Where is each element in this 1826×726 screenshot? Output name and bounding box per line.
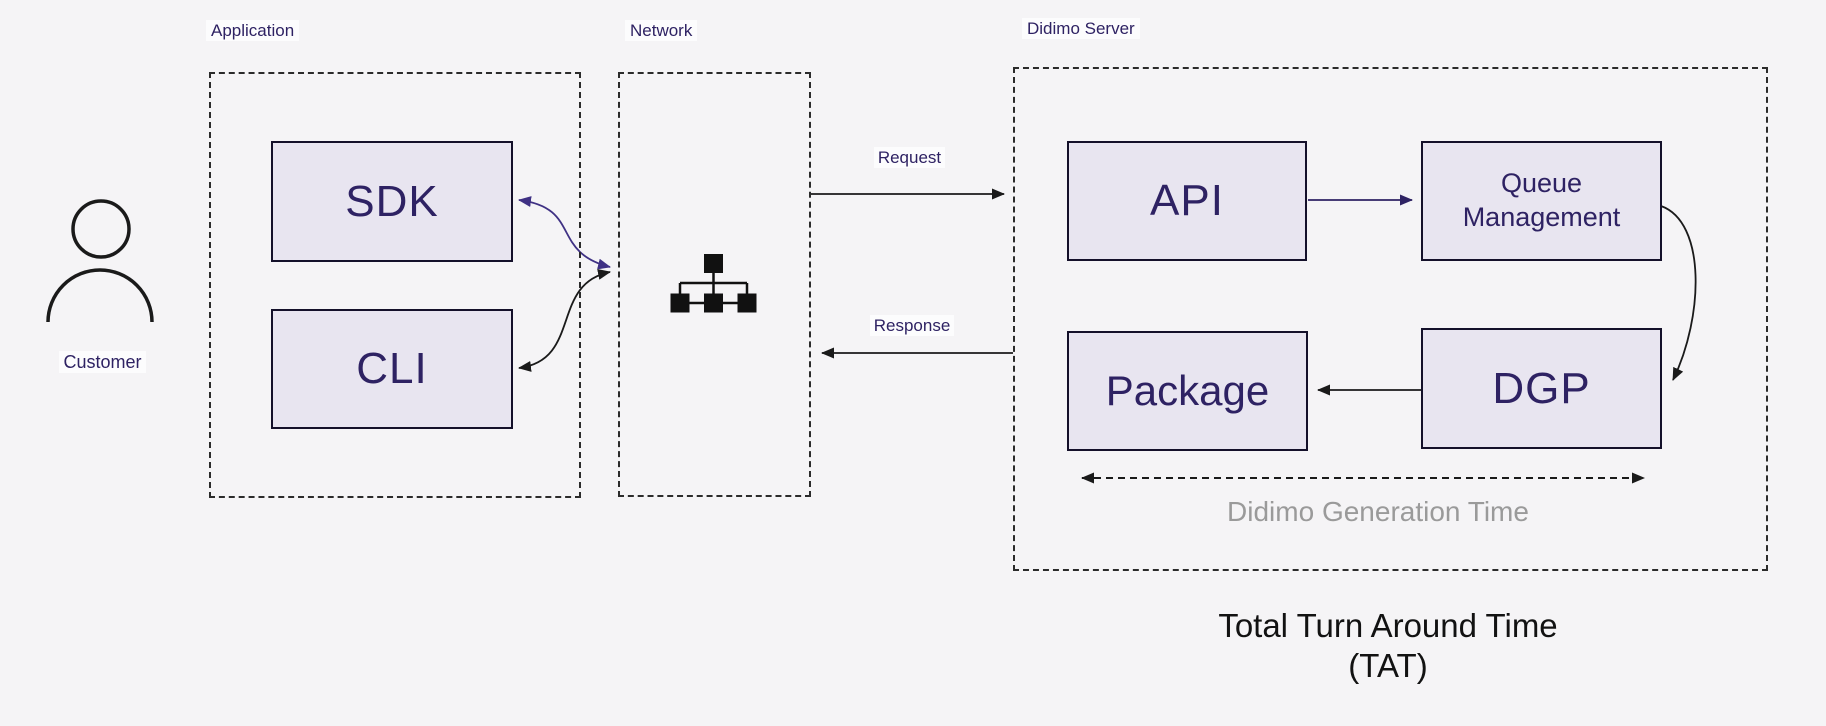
sdk-network-connector [518, 196, 611, 270]
application-group-label-text: Application [206, 20, 300, 41]
total-turnaround-label: Total Turn Around Time (TAT) [1088, 606, 1688, 687]
node-queue-management-label: Queue Management [1462, 168, 1621, 232]
application-group-box [209, 72, 581, 498]
node-sdk-label: SDK [345, 176, 439, 226]
node-cli: CLI [271, 309, 513, 429]
didimo-server-group-label: Didimo Server [1022, 18, 1140, 39]
response-label-text: Response [869, 315, 955, 336]
didimo-server-group-box [1013, 67, 1768, 571]
generation-time-label: Didimo Generation Time [1227, 496, 1529, 527]
customer-label-text: Customer [59, 351, 146, 373]
request-label-text: Request [873, 147, 946, 168]
queue-dgp-arrow [1660, 205, 1697, 381]
network-group-box [618, 72, 811, 497]
total-turnaround-line2: (TAT) [1348, 647, 1428, 685]
total-turnaround-line1: Total Turn Around Time [1218, 607, 1558, 644]
node-dgp-label: DGP [1492, 363, 1591, 413]
didimo-server-group-label-text: Didimo Server [1022, 18, 1140, 39]
network-nodes-icon [670, 254, 757, 313]
cli-network-connector [518, 268, 611, 372]
node-cli-label: CLI [356, 344, 428, 393]
response-label: Response [811, 315, 1013, 336]
application-group-label: Application [206, 20, 300, 41]
node-package-label: Package [1105, 367, 1270, 414]
node-api-label: API [1150, 176, 1224, 225]
request-label: Request [811, 147, 1008, 168]
network-group-label: Network [625, 20, 698, 41]
person-icon [46, 199, 154, 323]
node-sdk: SDK [271, 141, 513, 262]
node-dgp: DGP [1421, 328, 1662, 449]
node-queue-management: Queue Management [1421, 141, 1662, 261]
node-api: API [1067, 141, 1307, 261]
network-group-label-text: Network [625, 20, 698, 41]
node-package: Package [1067, 331, 1308, 451]
customer-label: Customer [40, 351, 165, 373]
